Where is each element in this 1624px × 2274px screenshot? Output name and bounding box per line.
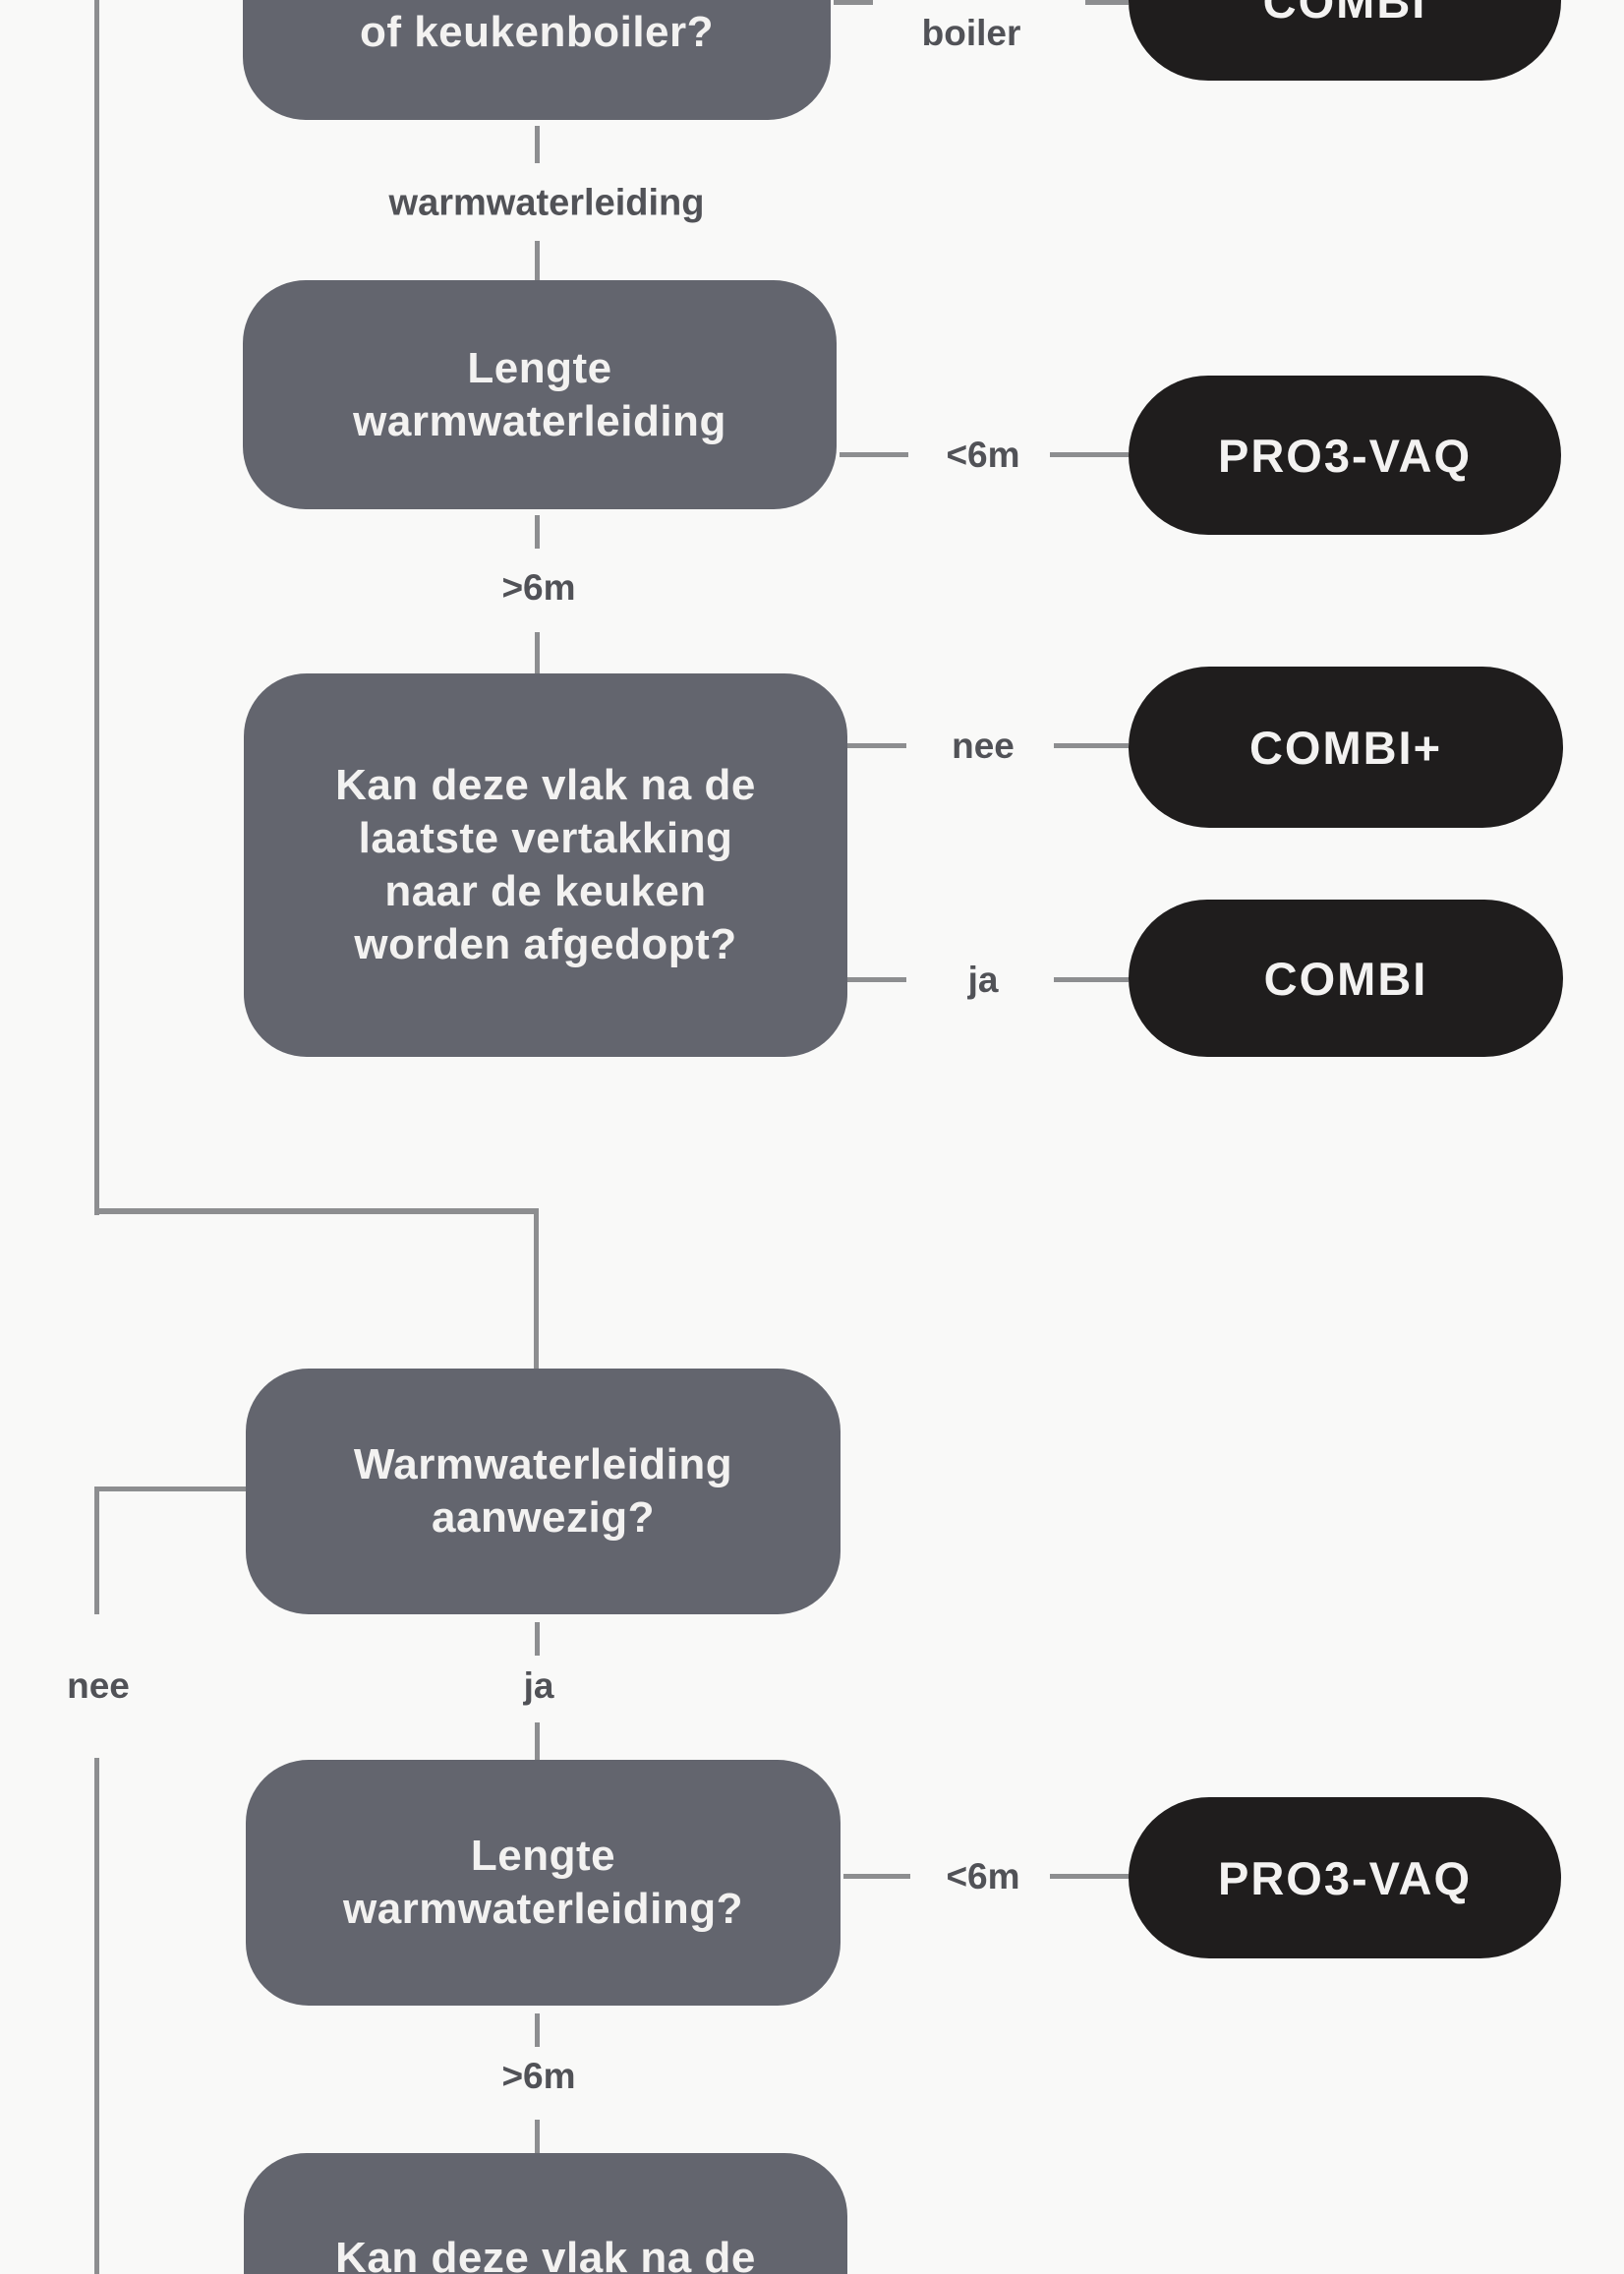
- connector-q4-left: [96, 1487, 246, 1491]
- outcome-pill-combi: COMBI: [1129, 900, 1563, 1057]
- question-box-q1: of keukenboiler?: [243, 0, 831, 120]
- connector-q3-combi-a: [847, 977, 906, 982]
- edge-label-ja-first: ja: [967, 960, 999, 1000]
- connector-q3-combi-b: [1054, 977, 1129, 982]
- outcome-pill-pro3vaq-first: PRO3-VAQ: [1129, 376, 1561, 535]
- question-box-q3: Kan deze vlak na de laatste vertakking n…: [244, 673, 847, 1057]
- edge-label-gt6m-first: >6m: [501, 567, 576, 608]
- edge-label-boiler: boiler: [921, 13, 1021, 53]
- connector-q5-q6-b: [535, 2120, 540, 2153]
- connector-q2-pro3vaq-a: [840, 452, 908, 457]
- question-text-line: Kan deze vlak na de: [335, 2234, 756, 2274]
- question-box-q5: Lengte warmwaterleiding?: [246, 1760, 841, 2006]
- outcome-pill-combi-top: COMBI: [1129, 0, 1561, 81]
- connector-q4-q5-b: [535, 1722, 540, 1760]
- question-box-q4: Warmwaterleiding aanwezig?: [246, 1369, 841, 1614]
- connector-q3-combiplus-b: [1054, 743, 1129, 748]
- connector-q1-q2-b: [535, 241, 540, 280]
- connector-q2-q3-a: [535, 515, 540, 549]
- edge-label-lt6m-first: <6m: [946, 435, 1020, 475]
- connector-q5-q6-a: [535, 2013, 540, 2047]
- connector-q3-combiplus-a: [847, 743, 906, 748]
- edge-label-warmwaterleiding: warmwaterleiding: [388, 182, 705, 224]
- edge-label-ja-second: ja: [523, 1665, 554, 1706]
- question-text-line: Lengte: [467, 343, 612, 392]
- connector-q1-q2-a: [535, 126, 540, 163]
- question-box-q6: Kan deze vlak na de: [244, 2153, 847, 2274]
- question-text-line: laatste vertakking: [358, 814, 733, 862]
- outcome-pill-combi-plus: COMBI+: [1129, 667, 1563, 828]
- edge-label-nee-first: nee: [952, 726, 1015, 766]
- connector-left-vertical: [94, 0, 99, 1215]
- question-text-line: Warmwaterleiding: [353, 1440, 733, 1488]
- connector-q1-boiler-a: [834, 0, 873, 5]
- connector-left-lower-b: [94, 1758, 99, 2274]
- connector-q1-boiler-b: [1085, 0, 1129, 5]
- edge-label-lt6m-second: <6m: [946, 1856, 1020, 1896]
- edge-label-gt6m-second: >6m: [501, 2056, 576, 2096]
- question-text-line: warmwaterleiding: [353, 396, 726, 445]
- question-text-line: warmwaterleiding?: [342, 1885, 744, 1933]
- connector-q5-pro3vaq-a: [843, 1874, 910, 1879]
- connector-q2-pro3vaq-b: [1050, 452, 1129, 457]
- connector-step-horizontal: [94, 1208, 539, 1214]
- question-text-line: Kan deze vlak na de: [335, 761, 756, 809]
- connector-q2-q3-b: [535, 632, 540, 673]
- question-text-line: naar de keuken: [384, 867, 707, 915]
- question-text-line: of keukenboiler?: [359, 8, 715, 56]
- edge-label-nee-second: nee: [67, 1665, 130, 1706]
- connector-left-lower-a: [94, 1487, 99, 1614]
- question-text-line: aanwezig?: [432, 1493, 655, 1542]
- connector-q5-pro3vaq-b: [1050, 1874, 1129, 1879]
- question-box-q2: Lengte warmwaterleiding: [243, 280, 837, 509]
- connector-step-vertical: [534, 1208, 539, 1370]
- question-text-line: worden afgedopt?: [354, 920, 737, 968]
- connector-q4-q5-a: [535, 1622, 540, 1656]
- outcome-pill-pro3vaq-second: PRO3-VAQ: [1129, 1797, 1561, 1958]
- question-text-line: Lengte: [470, 1832, 616, 1880]
